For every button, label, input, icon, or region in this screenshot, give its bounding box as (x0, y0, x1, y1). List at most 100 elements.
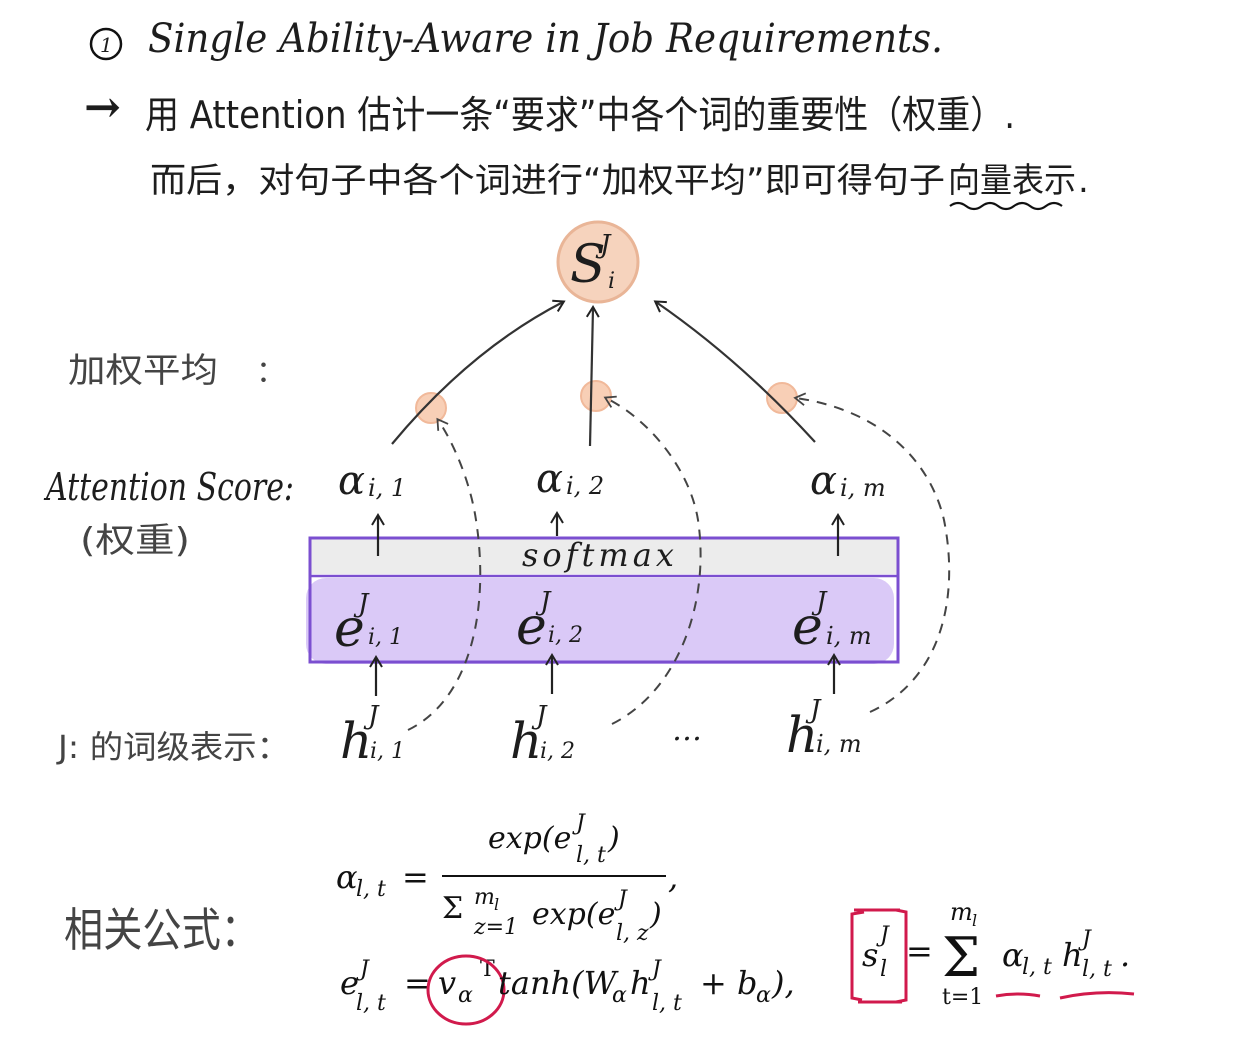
hidden-1: h J i, 1 (340, 701, 405, 770)
notes: → 用 Attention 估计一条“要求”中各个词的重要性（权重）. 而后，对… (84, 82, 1089, 211)
weight-node-2 (580, 380, 612, 412)
notes-line-2-post: . (1078, 161, 1089, 201)
energy-formula-equals: = (404, 964, 431, 1002)
s-formula-alpha-sub: l, t (1022, 955, 1052, 980)
energy-formula-lhs-sup: J (356, 957, 370, 982)
s-formula-h: h (1062, 936, 1083, 974)
energy-m-base: e (792, 597, 823, 657)
hidden-m-base: h (786, 706, 818, 764)
heading-number-circle (89, 27, 123, 61)
arrow-weight3-to-output (653, 300, 816, 443)
energy-m: e J i, m (792, 587, 872, 657)
s-formula-end: . (1120, 936, 1130, 974)
energy-formula-v-sub: α (458, 983, 473, 1008)
hidden-2-sub: i, 2 (540, 739, 575, 764)
vertical-arrows (369, 511, 845, 696)
energy-m-sup: J (811, 587, 828, 617)
alpha-num-close: ) (607, 821, 620, 856)
energy-formula-close: ), (771, 964, 795, 1002)
alpha-den-close: ) (649, 897, 662, 932)
attention-box: softmax e J i, 1 e J i, 2 e J i, m (306, 536, 900, 664)
s-alpha-red-underline (995, 992, 1041, 998)
notes-line-2-underlined: 向量表示 (948, 161, 1076, 201)
notes-line-1: 用 Attention 估计一条“要求”中各个词的重要性（权重）. (145, 93, 1015, 137)
hidden-m: h J i, m (786, 695, 862, 764)
energy-formula-v: v (438, 964, 456, 1002)
s-formula-sum-sup-sub: l (972, 911, 977, 930)
energy-formula-body-1: tanh(W (498, 964, 620, 1002)
label-attention-score-sub: (权重) (80, 521, 190, 561)
alpha-num-sup: J (572, 811, 586, 836)
alpha-formula-equals: = (402, 858, 429, 896)
alpha-den-sub: l, z (616, 921, 649, 946)
s-formula-lhs: s (862, 936, 878, 974)
energy-formula-h: h (630, 964, 651, 1002)
alpha-1-sub: i, 1 (368, 474, 406, 502)
arrow-weight2-to-output (585, 305, 600, 447)
dashed-hidden-m-to-weight-3 (793, 392, 951, 713)
hidden-2: h J i, 2 (510, 701, 575, 770)
alpha-1: α i, 1 (338, 458, 406, 504)
v-alpha-red-circle (426, 954, 506, 1026)
energy-formula-h-sup: J (648, 957, 662, 982)
notes-squiggle-underline (949, 201, 1063, 211)
hidden-2-base: h (510, 712, 542, 770)
energy-m-sub: i, m (826, 622, 872, 650)
energy-1: e J i, 1 (334, 589, 403, 659)
alpha-row: α i, 1 α i, 2 α i, m (338, 456, 886, 504)
energy-1-sub: i, 1 (368, 625, 403, 650)
solid-arrows (391, 299, 816, 447)
s-formula-sum-sup: m (950, 898, 973, 926)
sentence-formula: s J l = Σ m l t=1 α l, t h J l, t . (850, 898, 1135, 1010)
output-node: S J i (556, 220, 640, 304)
heading-number: 1 (100, 33, 113, 57)
label-attention-score: Attention Score: (44, 465, 294, 509)
weight-node-1 (415, 392, 447, 424)
energy-formula: e J l, t = v α T tanh(W α h J l, t + b α… (340, 954, 795, 1026)
notes-arrow-icon: → (84, 82, 121, 133)
dashed-hidden-1-to-weight-1 (407, 417, 482, 731)
alpha-formula-comma: , (668, 858, 678, 896)
energy-2-sup: J (535, 587, 552, 617)
hidden-m-sup: J (805, 695, 822, 725)
hidden-m-sub: i, m (816, 730, 862, 758)
s-formula-equals: = (906, 932, 933, 970)
label-word-representation: J: 的词级表示： (56, 728, 290, 766)
s-formula-h-sup: J (1078, 927, 1092, 952)
energy-1-base: e (334, 599, 365, 659)
energy-formula-lhs-sub: l, t (356, 991, 386, 1016)
alpha-den-sup: J (614, 887, 628, 912)
alpha-2-sub: i, 2 (566, 472, 604, 500)
energy-formula-h-sub: l, t (652, 991, 682, 1016)
alpha-den-body: exp(e (532, 897, 615, 932)
arrow-weight1-to-output (391, 299, 566, 445)
hidden-1-sup: J (363, 701, 380, 731)
alpha-formula-lhs: α (336, 858, 358, 896)
formulas: 相关公式： α l, t = exp(e J l, t ) Σ m l z=1 … (64, 811, 1135, 1026)
alpha-1-base: α (338, 458, 365, 504)
s-h-red-underline (1059, 991, 1135, 1000)
energy-2-sub: i, 2 (548, 623, 583, 648)
energy-formula-body-2: + b (700, 964, 757, 1002)
alpha-m-sub: i, m (840, 474, 886, 502)
alpha-num-sub: l, t (576, 843, 606, 868)
softmax-band (310, 538, 898, 574)
output-node-sup: J (595, 230, 612, 260)
hidden-row: h J i, 1 h J i, 2 … h J i, m (340, 695, 862, 770)
hidden-1-base: h (340, 712, 372, 770)
output-node-circle (556, 220, 640, 304)
s-formula-lhs-sub: l (880, 957, 887, 982)
energy-highlight (306, 578, 894, 664)
dashed-hidden-2-to-weight-2 (603, 395, 702, 725)
heading-title: Single Ability-Aware in Job Requirements… (148, 16, 943, 62)
weight-nodes (415, 380, 798, 424)
energy-2-base: e (516, 597, 547, 657)
attention-box-border (308, 536, 900, 664)
softmax-label: softmax (522, 536, 678, 574)
alpha-den-sum-sup: m (474, 885, 495, 910)
alpha-num-body: exp(e (488, 821, 571, 856)
hidden-ellipsis: … (672, 713, 702, 748)
alpha-formula: α l, t = exp(e J l, t ) Σ m l z=1 exp(e … (336, 811, 678, 946)
energy-formula-W-sub: α (612, 983, 627, 1008)
s-formula-lhs-sup: J (876, 923, 890, 948)
